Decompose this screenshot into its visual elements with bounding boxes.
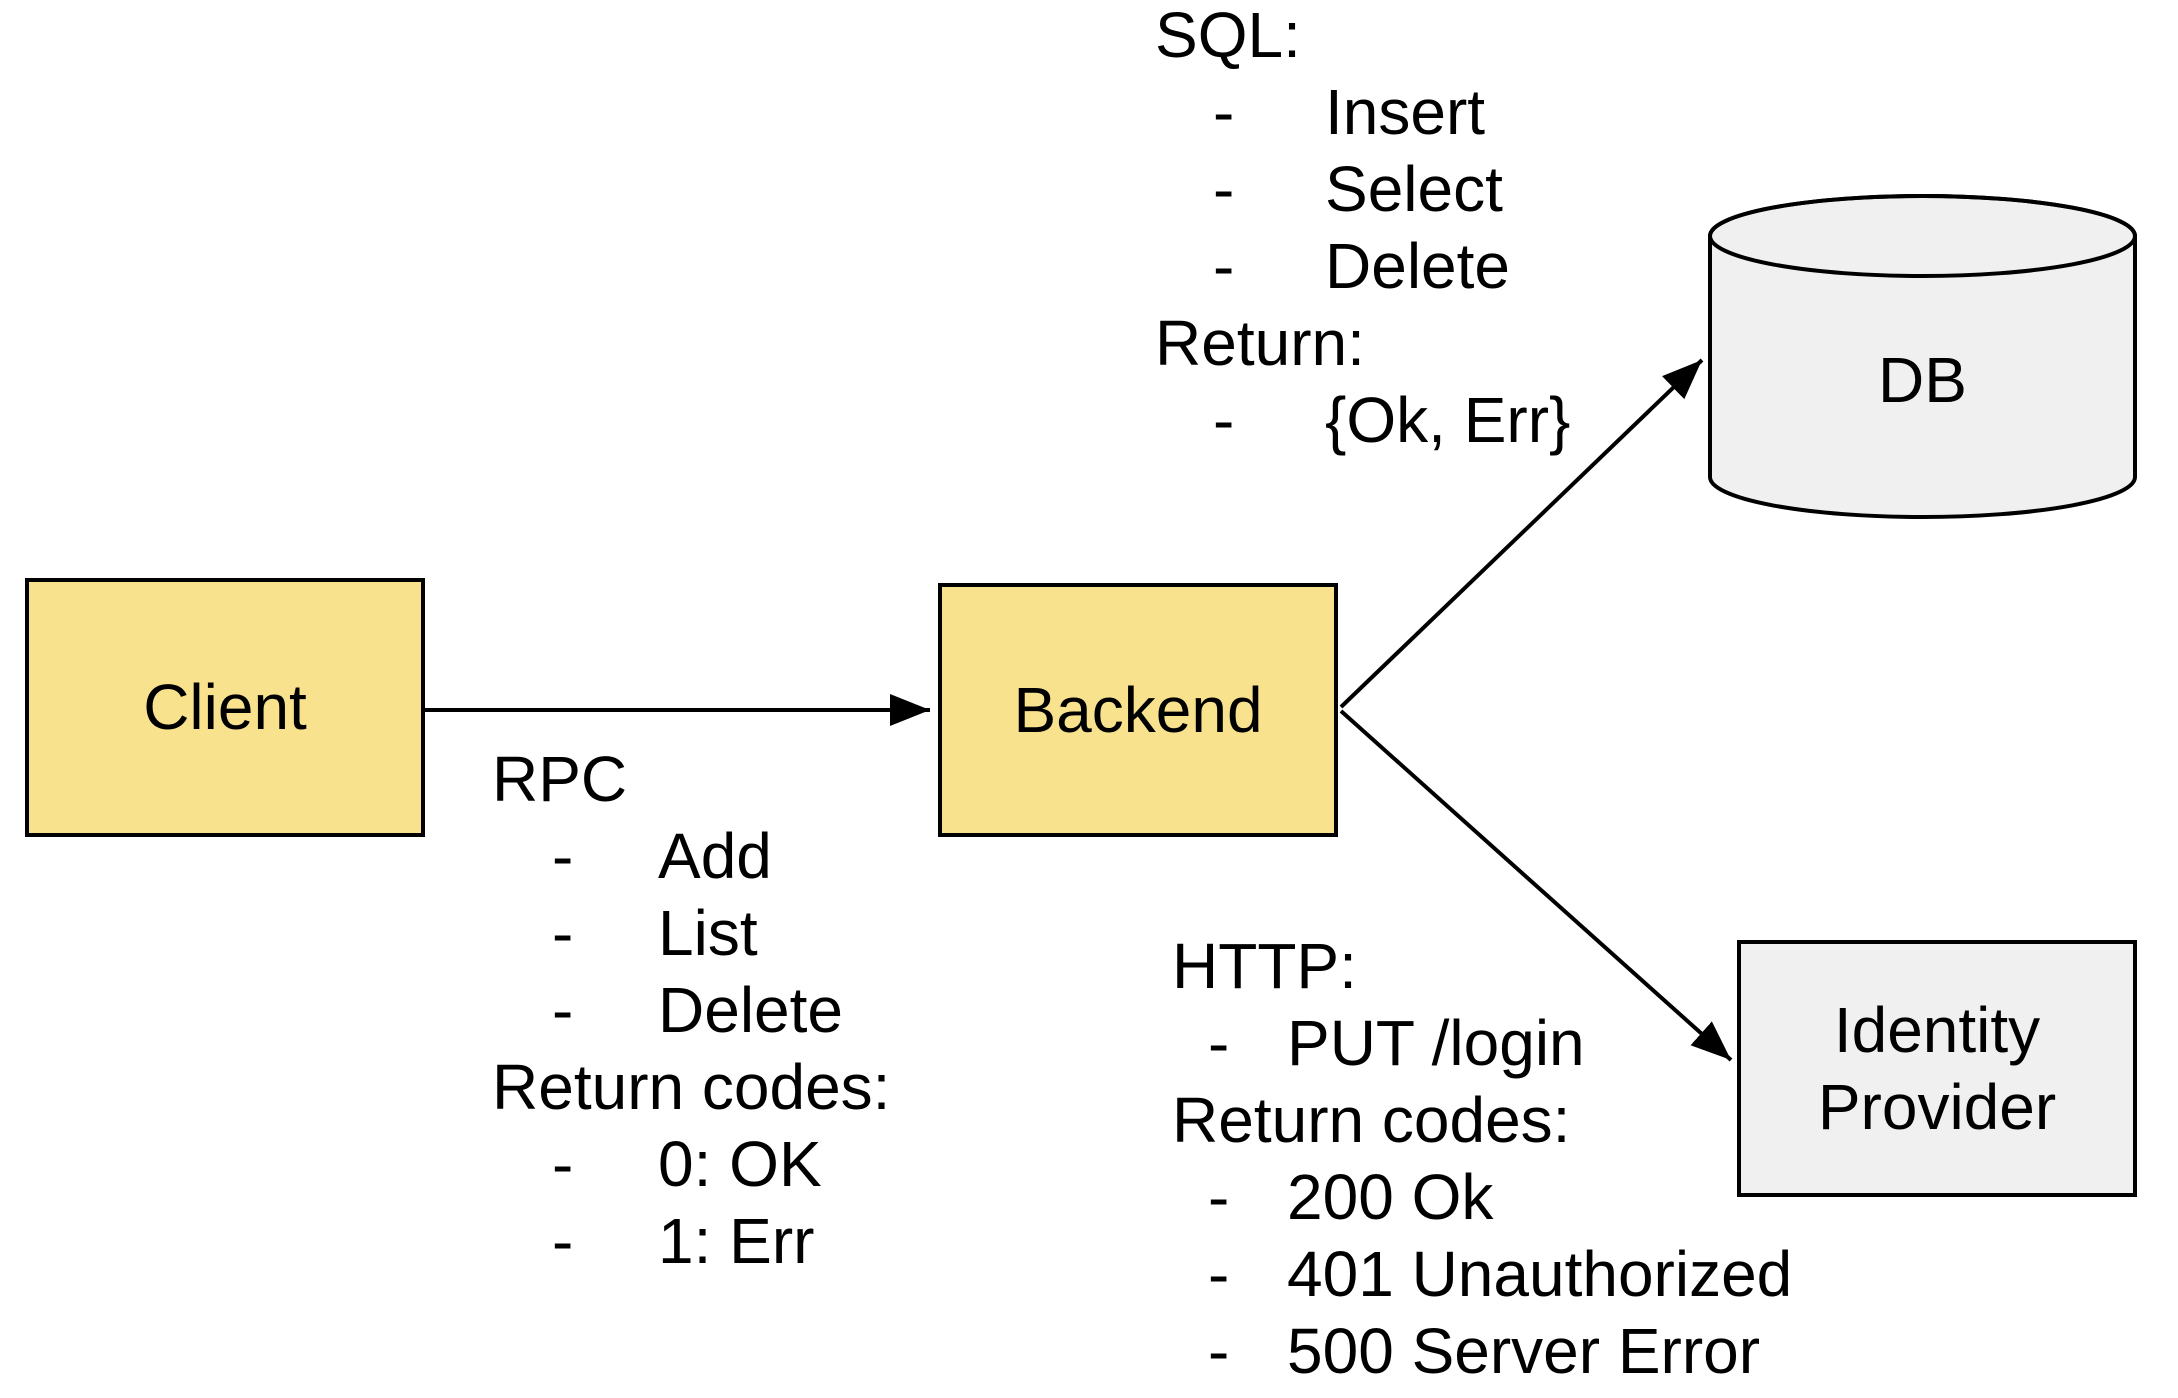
node-identity-provider-label: Identity Provider	[1817, 993, 2057, 1143]
bullet-dash: -	[552, 974, 574, 1046]
bullet-dash: -	[1213, 76, 1235, 148]
http-return-item: - 200 Ok	[1172, 1159, 1570, 1236]
edge-label-sql: SQL: - Insert - Select - Delete Return: …	[1155, 0, 1570, 459]
sql-item: - Insert	[1155, 74, 1485, 151]
http-title: HTTP:	[1172, 930, 1357, 1002]
sql-item-label: Select	[1325, 153, 1503, 225]
sql-item: - Select	[1155, 151, 1503, 228]
sql-return-item-label: {Ok, Err}	[1325, 384, 1571, 456]
rpc-item-label: List	[658, 897, 758, 969]
edge-label-rpc: RPC - Add - List - Delete Return codes: …	[492, 741, 890, 1280]
sql-item: - Delete	[1155, 228, 1510, 305]
bullet-dash: -	[552, 897, 574, 969]
rpc-title: RPC	[492, 743, 628, 815]
rpc-return-item: - 1: Err	[492, 1203, 890, 1280]
rpc-item: - Delete	[492, 972, 890, 1049]
node-db: DB	[1710, 250, 2135, 510]
http-return-item-label: 500 Server Error	[1287, 1315, 1761, 1387]
node-backend: Backend	[938, 583, 1338, 837]
node-backend-label: Backend	[1013, 673, 1263, 746]
sql-return-title: Return:	[1155, 307, 1365, 379]
sql-item-label: Insert	[1325, 76, 1486, 148]
db-cylinder-shape	[1708, 194, 2137, 519]
rpc-return-title: Return codes:	[492, 1051, 891, 1123]
bullet-dash: -	[1208, 1007, 1230, 1079]
http-item: - PUT /login	[1172, 1005, 1585, 1082]
http-return-item-label: 200 Ok	[1287, 1161, 1494, 1233]
node-identity-provider: Identity Provider	[1737, 940, 2137, 1197]
bullet-dash: -	[1208, 1315, 1230, 1387]
bullet-dash: -	[552, 1128, 574, 1200]
rpc-return-item-label: 1: Err	[658, 1205, 815, 1277]
rpc-return-item: - 0: OK	[492, 1126, 890, 1203]
sql-title: SQL:	[1155, 0, 1301, 71]
http-return-title: Return codes:	[1172, 1084, 1571, 1156]
edge-label-http: HTTP: - PUT /login Return codes: - 200 O…	[1172, 928, 1792, 1390]
http-return-item: - 401 Unauthorized	[1172, 1236, 1792, 1313]
node-client: Client	[25, 578, 425, 837]
bullet-dash: -	[1213, 384, 1235, 456]
http-return-item: - 500 Server Error	[1172, 1313, 1760, 1390]
bullet-dash: -	[1213, 230, 1235, 302]
node-db-label: DB	[1878, 343, 1967, 416]
rpc-item: - Add	[492, 818, 890, 895]
rpc-item: - List	[492, 895, 890, 972]
bullet-dash: -	[1208, 1161, 1230, 1233]
bullet-dash: -	[1208, 1238, 1230, 1310]
bullet-dash: -	[552, 1205, 574, 1277]
node-client-label: Client	[143, 671, 307, 743]
sql-item-label: Delete	[1325, 230, 1510, 302]
bullet-dash: -	[552, 820, 574, 892]
edge-arrow-backend-db	[1339, 358, 1704, 709]
rpc-item-label: Add	[658, 820, 772, 892]
rpc-return-item-label: 0: OK	[658, 1128, 822, 1200]
bullet-dash: -	[1213, 153, 1235, 225]
edge-arrow-backend-identity	[1339, 709, 1733, 1062]
rpc-item-label: Delete	[658, 974, 843, 1046]
http-return-item-label: 401 Unauthorized	[1287, 1238, 1793, 1310]
sql-return-item: - {Ok, Err}	[1155, 382, 1570, 459]
http-item-label: PUT /login	[1287, 1007, 1585, 1079]
